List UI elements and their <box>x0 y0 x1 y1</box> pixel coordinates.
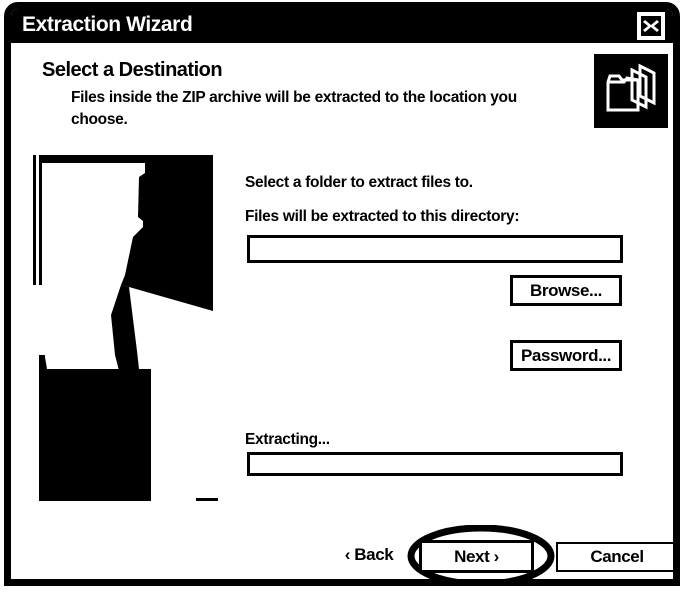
extraction-progress-bar <box>247 452 623 476</box>
page-title: Select a Destination <box>42 59 223 81</box>
page-subtitle: Files inside the ZIP archive will be ext… <box>71 89 517 128</box>
folders-stack-icon <box>594 54 668 128</box>
back-button[interactable]: ‹ Back <box>334 540 404 570</box>
close-icon[interactable] <box>637 12 665 40</box>
title-bar: Extraction Wizard <box>11 9 673 43</box>
directory-label: Files will be extracted to this director… <box>245 208 520 225</box>
extraction-wizard-window: Extraction Wizard Select a Destination F… <box>4 2 680 586</box>
header-band: Select a Destination Files inside the ZI… <box>11 43 673 133</box>
window-title: Extraction Wizard <box>22 13 193 36</box>
thresholded-artwork-image <box>33 155 213 501</box>
cancel-button[interactable]: Cancel <box>556 542 673 572</box>
artwork-dash-mark <box>196 498 218 501</box>
destination-path-input[interactable] <box>247 235 623 263</box>
extracting-label: Extracting... <box>245 431 330 448</box>
password-button[interactable]: Password... <box>510 340 622 371</box>
next-button[interactable]: Next › <box>419 540 534 573</box>
select-folder-instruction: Select a folder to extract files to. <box>245 174 473 191</box>
browse-button[interactable]: Browse... <box>510 275 622 306</box>
